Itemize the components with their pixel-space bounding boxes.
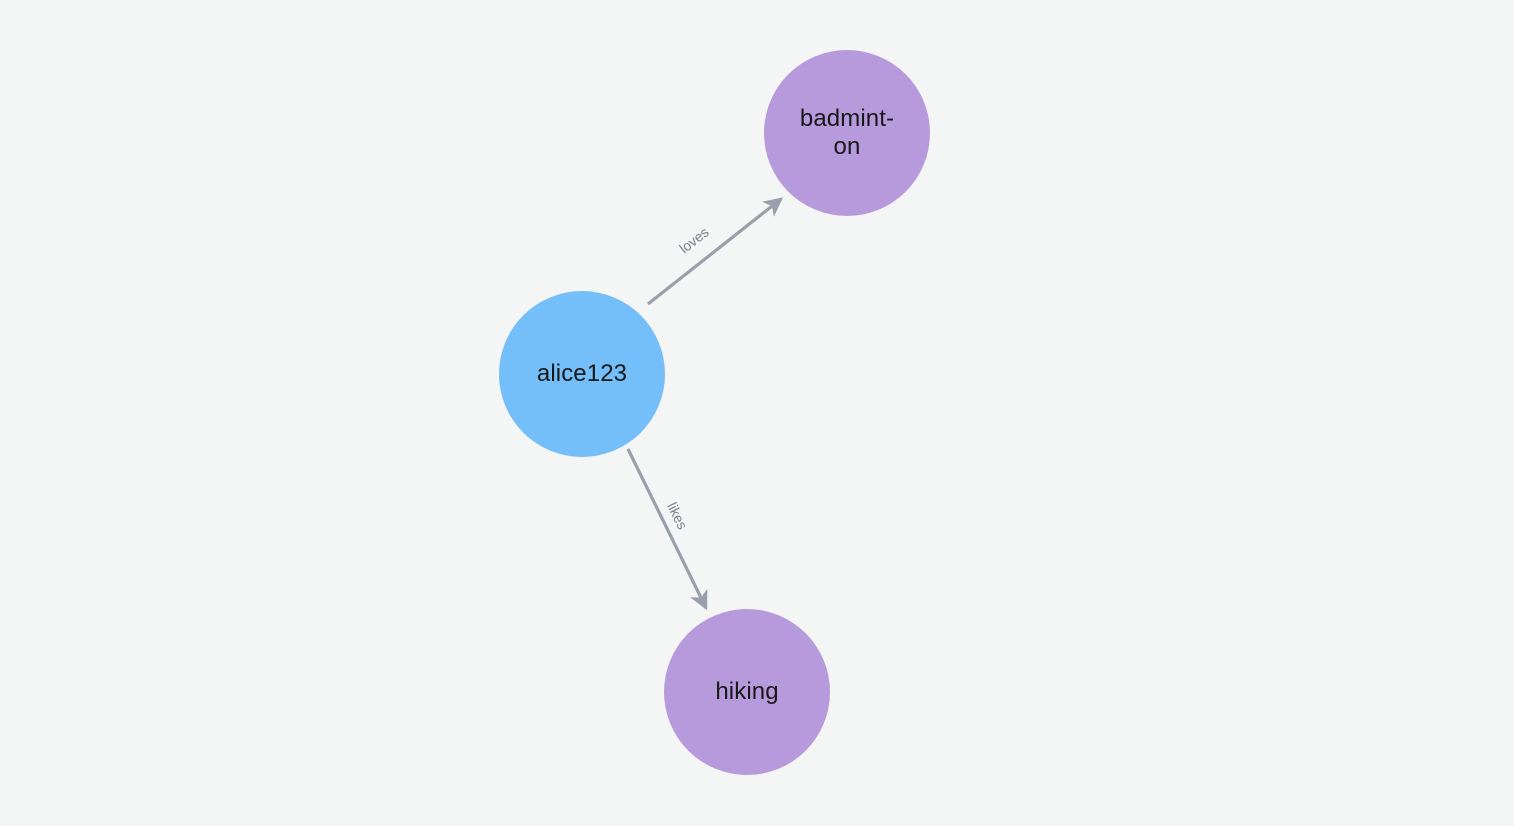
edge-label-likes: likes: [664, 500, 691, 532]
graph-node-hiking[interactable]: hiking: [664, 609, 830, 775]
edge-alice123-likes-hiking[interactable]: likes: [626, 448, 708, 611]
edge-label-loves: loves: [676, 224, 712, 257]
edge-alice123-loves-badminton[interactable]: loves: [647, 197, 784, 306]
graph-node-alice123[interactable]: alice123: [499, 291, 665, 457]
graph-node-label-hiking: hiking: [715, 678, 779, 705]
edge-line-loves[interactable]: [647, 197, 784, 306]
graph-node-label-badminton: badmint- on: [799, 105, 895, 160]
graph-node-badminton[interactable]: badmint- on: [764, 50, 930, 216]
graph-node-label-alice123: alice123: [536, 360, 628, 387]
edge-line-likes[interactable]: [626, 448, 708, 611]
